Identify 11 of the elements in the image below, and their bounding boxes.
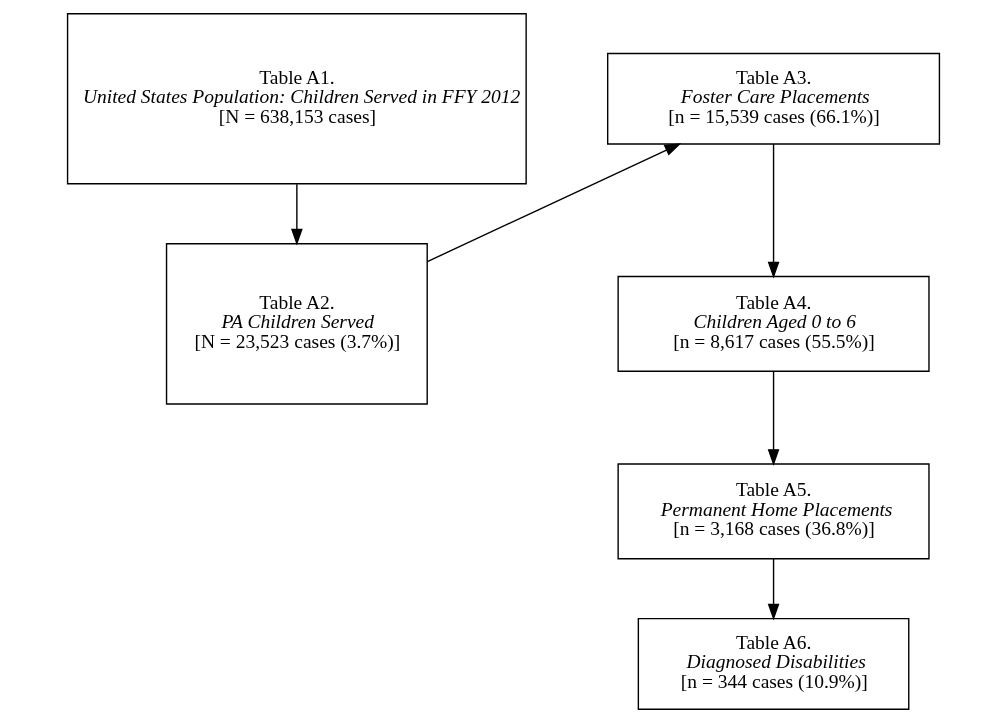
node-box: Table A4. Children Aged 0 to 6 [n = 8,617 cases (55.5%)] [617,275,930,372]
arrow [767,558,780,621]
arrow [767,370,780,466]
arrow [767,143,780,279]
arrow [426,143,682,263]
arrow [291,183,303,246]
node-box: Table A6. Diagnosed Disabilities [n = 344 cases (10.9%)] [637,617,910,710]
node-box: Table A3. Foster Care Placements [n = 15,539 cases (66.1%)] [607,52,941,145]
node-box: Table A5. Permanent Home Placements [n = 3,168 cases (36.8%)] [617,463,930,560]
node-box: Table A1. United States Population: Children Served in FFY 2012 [N = 638,153 cases] [66,13,527,185]
node-box: Table A2. PA Children Served [N = 23,523 cases (3.7%)] [165,243,428,405]
